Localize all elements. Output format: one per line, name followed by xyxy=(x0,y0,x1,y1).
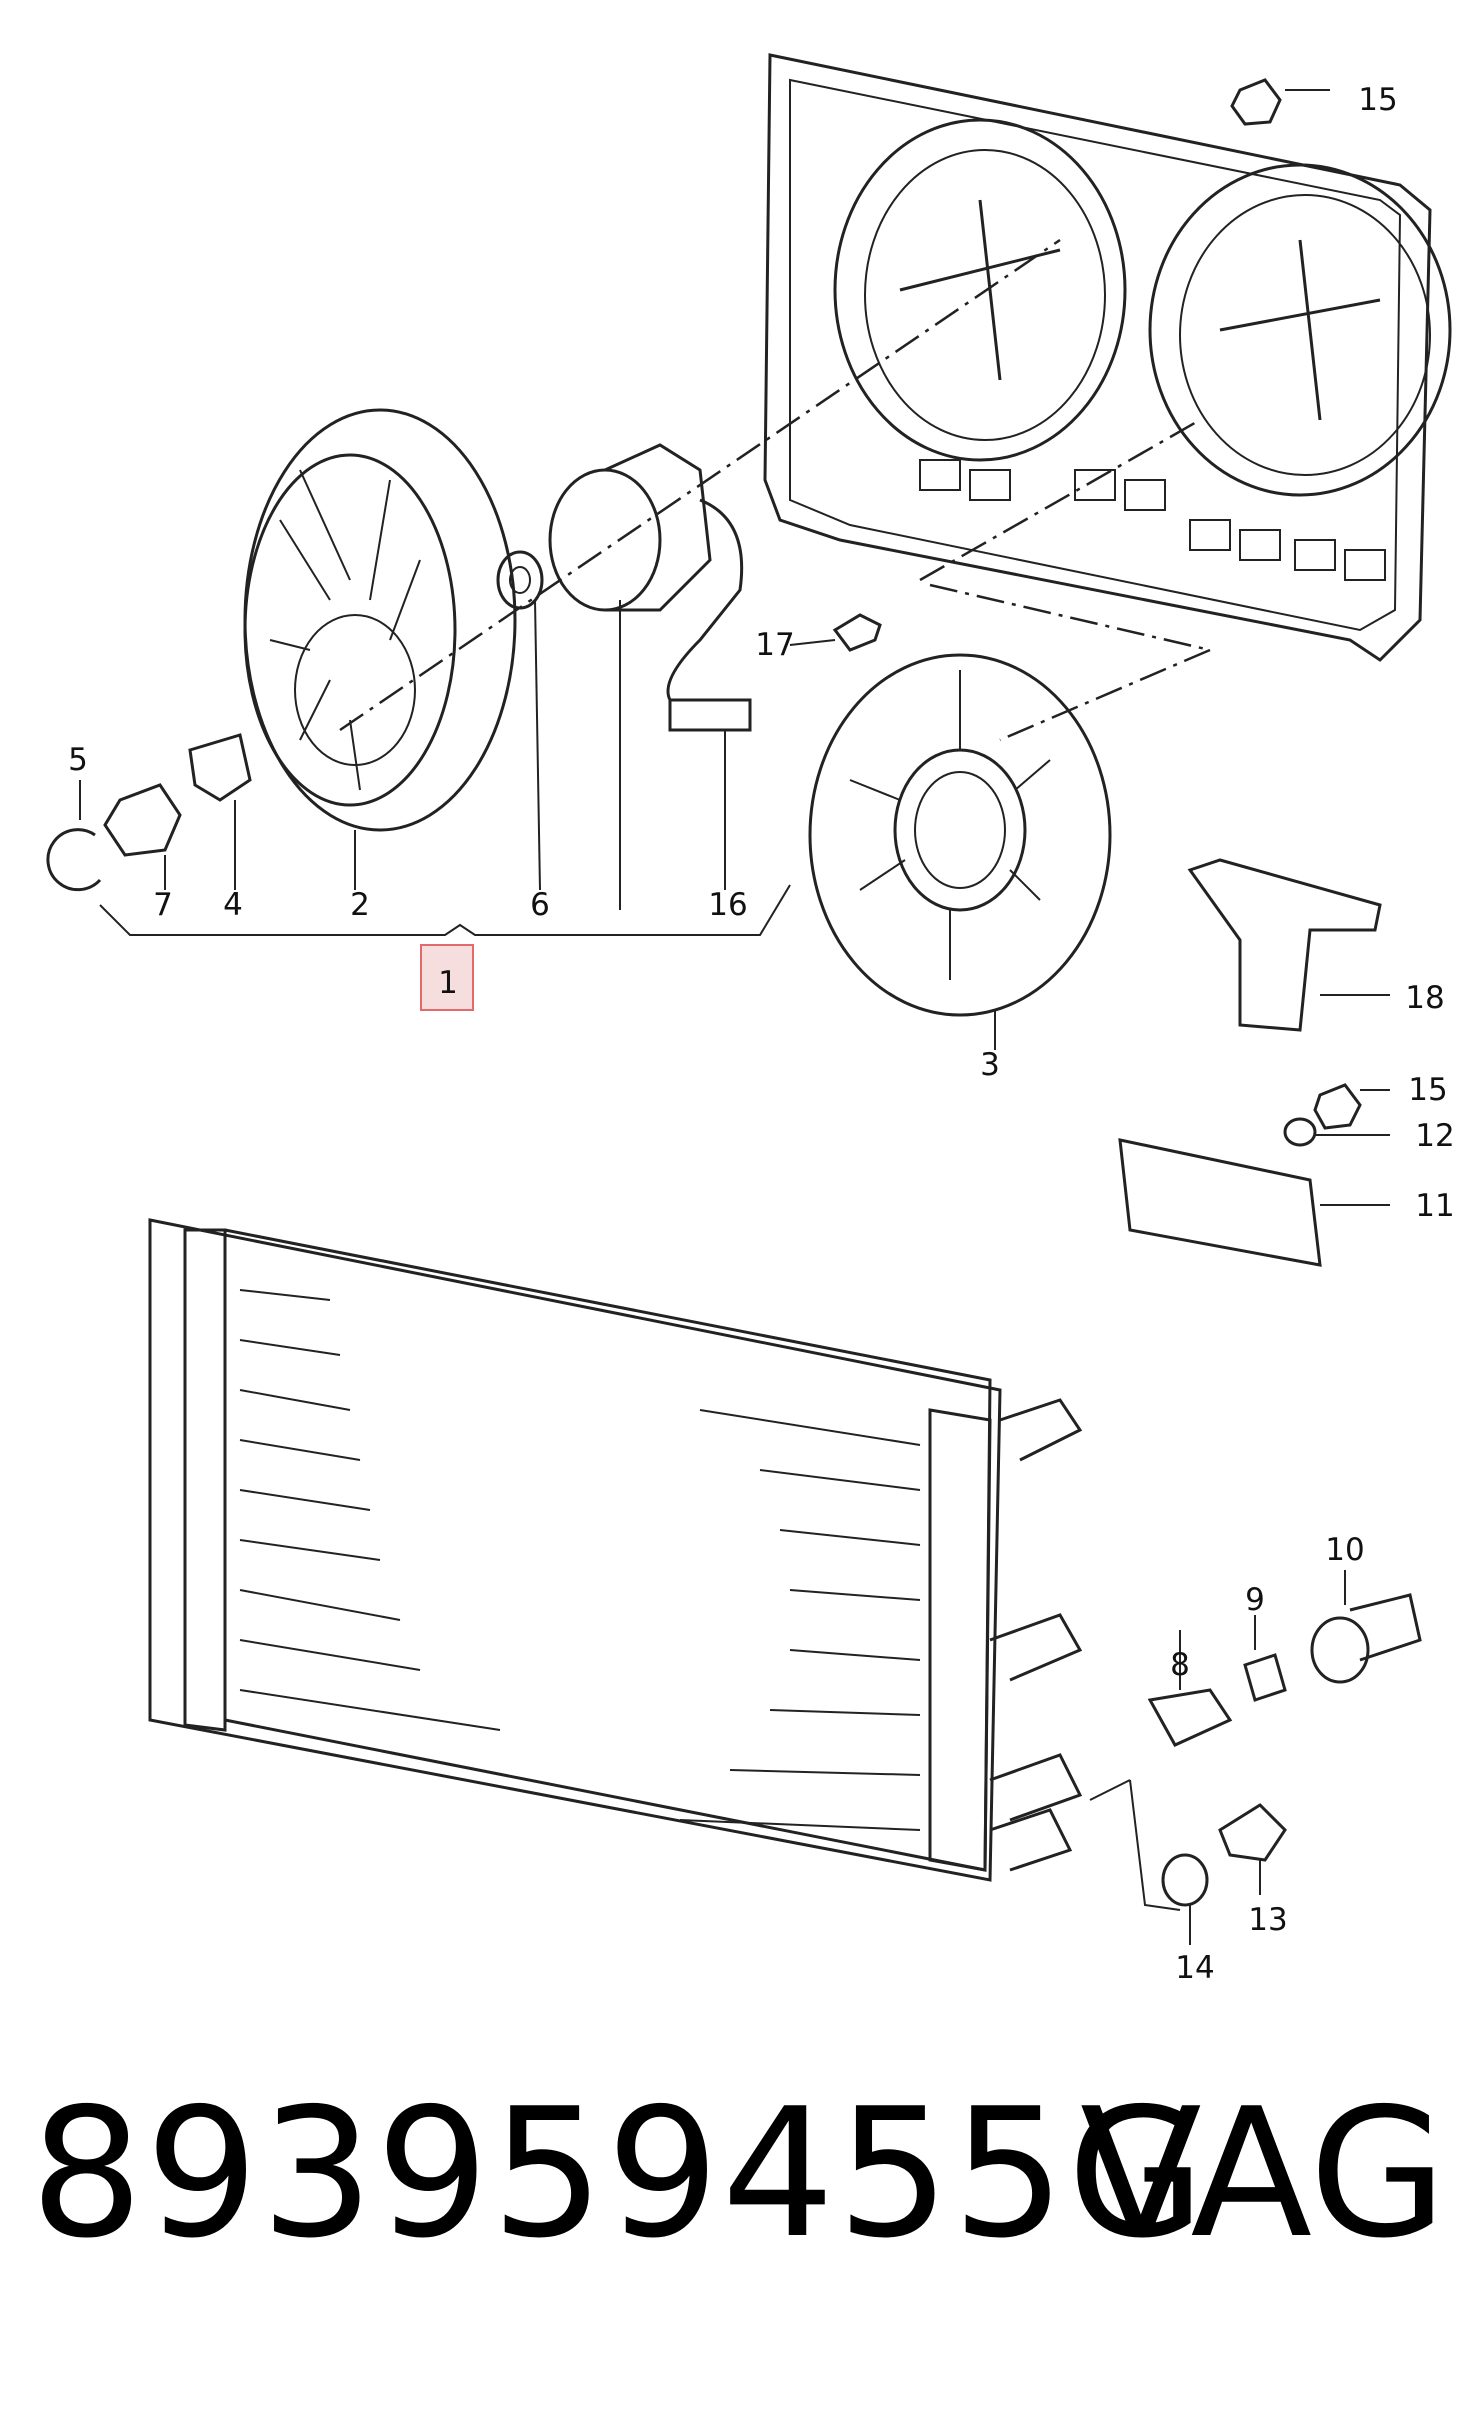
callout-17: 17 xyxy=(755,627,794,663)
callout-7: 7 xyxy=(153,887,173,923)
hex-nut-7 xyxy=(103,783,182,857)
washer-12 xyxy=(1283,1117,1317,1147)
callout-15-top: 15 xyxy=(1358,82,1397,118)
callout-4: 4 xyxy=(223,887,243,923)
callout-14: 14 xyxy=(1175,1950,1214,1986)
callout-13: 13 xyxy=(1248,1902,1287,1938)
callout-6: 6 xyxy=(530,887,550,923)
plug-13 xyxy=(1218,1803,1287,1862)
sleeve-10 xyxy=(1310,1616,1370,1684)
callout-2: 2 xyxy=(350,887,370,923)
fan-shroud xyxy=(763,53,1452,662)
part-number: 893959455G xyxy=(30,2070,1208,2277)
nut-15-lower xyxy=(1313,1083,1362,1130)
callout-10: 10 xyxy=(1325,1532,1364,1568)
callout-9: 9 xyxy=(1245,1582,1265,1618)
circlip-5 xyxy=(46,828,102,892)
fan-wheel-right xyxy=(808,653,1112,1050)
seal-ring-14 xyxy=(1161,1853,1209,1907)
brand-name: VAG xyxy=(1080,2070,1447,2277)
callout-11: 11 xyxy=(1415,1188,1454,1224)
washer-6 xyxy=(496,550,544,610)
connector-9 xyxy=(1243,1653,1287,1702)
fan-wheel-left xyxy=(243,408,517,832)
radiator xyxy=(148,1218,1083,1882)
callout-8: 8 xyxy=(1170,1647,1190,1683)
callout-15-bottom: 15 xyxy=(1408,1072,1447,1108)
mounting-plate-11 xyxy=(1118,1138,1322,1267)
callout-1: 1 xyxy=(438,965,458,1001)
callout-3: 3 xyxy=(980,1047,1000,1083)
temperature-switch-8 xyxy=(1147,1688,1233,1747)
callout-12: 12 xyxy=(1415,1118,1454,1154)
parts-exploded-diagram: 1 2 3 4 5 6 7 8 9 10 11 12 13 14 15 15 1… xyxy=(46,53,1455,1986)
callout-18: 18 xyxy=(1405,980,1444,1016)
callout-16: 16 xyxy=(708,887,747,923)
fan-motor xyxy=(548,443,752,732)
nut-15-upper xyxy=(1230,78,1282,126)
clip-17 xyxy=(832,613,882,652)
bracket-18 xyxy=(1187,858,1382,1032)
highlighted-part-box[interactable] xyxy=(420,944,474,1011)
callout-5: 5 xyxy=(68,742,88,778)
spring-clip-4 xyxy=(188,733,252,802)
